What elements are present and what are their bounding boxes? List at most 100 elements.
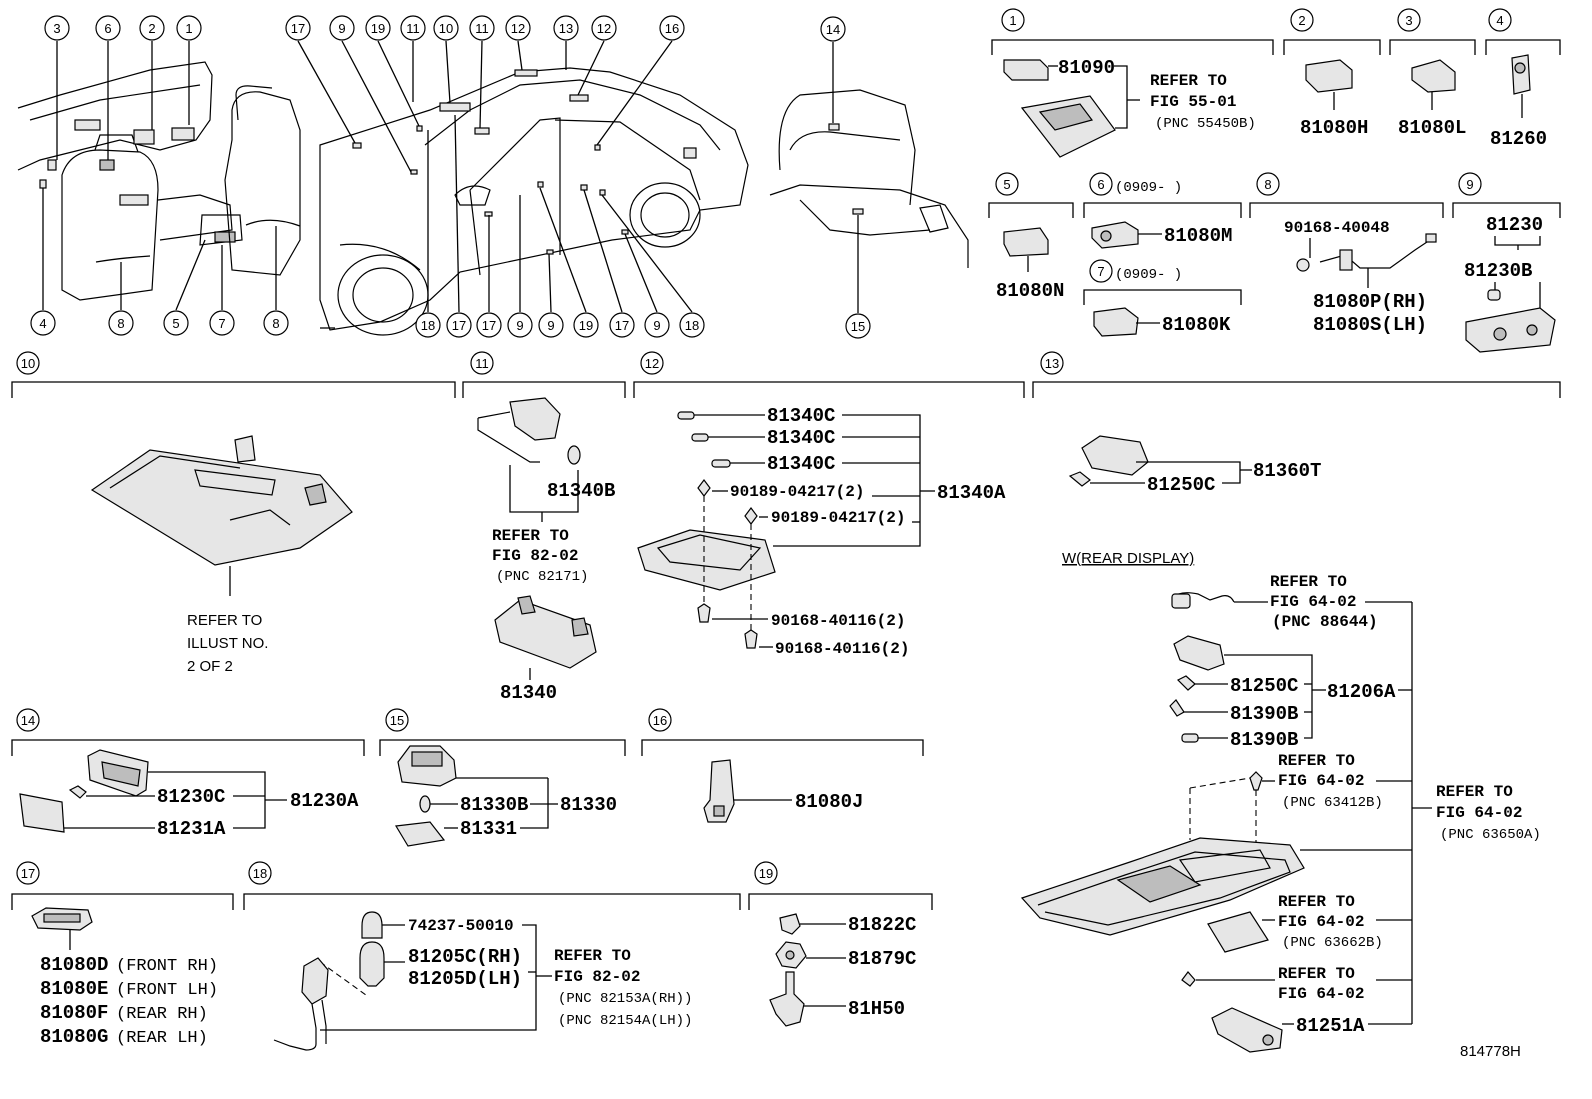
svg-text:81206A: 81206A — [1327, 681, 1396, 703]
svg-text:FIG 82-02: FIG 82-02 — [492, 547, 578, 565]
svg-text:(PNC 63650A): (PNC 63650A) — [1440, 827, 1541, 843]
svg-text:ILLUST NO.: ILLUST NO. — [187, 635, 268, 652]
section-13: 13 81250C 81360T W(REAR DISPLAY) REFER T… — [1020, 351, 1561, 1053]
svg-text:81330B: 81330B — [460, 794, 528, 816]
svg-text:9: 9 — [338, 21, 345, 36]
svg-text:(FRONT LH): (FRONT LH) — [116, 981, 218, 1000]
svg-text:19: 19 — [371, 21, 385, 36]
switch-81080M-icon — [1091, 221, 1139, 249]
svg-text:81250C: 81250C — [1147, 474, 1215, 496]
svg-text:81390B: 81390B — [1230, 729, 1298, 751]
svg-text:17: 17 — [482, 318, 496, 333]
section-2: 2 81080H — [1283, 8, 1381, 139]
svg-text:81251A: 81251A — [1296, 1015, 1365, 1037]
section-9: 9 81230 81230B — [1452, 172, 1561, 353]
svg-text:15: 15 — [390, 713, 404, 728]
callout-17d: 17 — [583, 189, 635, 338]
switch-81080L-icon — [1411, 59, 1456, 93]
svg-text:3: 3 — [1405, 13, 1412, 28]
callout-15: 15 — [845, 215, 871, 339]
interior-overview-illustration — [17, 61, 301, 301]
svg-text:12: 12 — [511, 21, 525, 36]
svg-text:74237-50010: 74237-50010 — [408, 917, 514, 935]
svg-text:3: 3 — [53, 21, 60, 36]
svg-text:81822C: 81822C — [848, 914, 916, 936]
callout-17b: 17 — [446, 114, 472, 338]
cover-63662B-icon — [1207, 911, 1269, 953]
svg-text:(PNC 88644): (PNC 88644) — [1272, 613, 1378, 631]
reading-lamp-icon — [1081, 435, 1149, 476]
svg-text:1: 1 — [185, 21, 192, 36]
svg-text:FIG 64-02: FIG 64-02 — [1278, 985, 1364, 1003]
svg-text:(0909- ): (0909- ) — [1115, 180, 1182, 196]
callout-12b: 12 — [577, 15, 617, 96]
svg-text:81205D(LH): 81205D(LH) — [408, 968, 522, 990]
callout-9a: 9 — [329, 15, 412, 173]
callout-16: 16 — [596, 15, 685, 146]
section-16: 16 81080J — [641, 708, 924, 823]
callout-11b: 11 — [469, 15, 495, 129]
svg-text:16: 16 — [665, 21, 679, 36]
svg-text:W(REAR DISPLAY): W(REAR DISPLAY) — [1062, 550, 1194, 567]
svg-text:REFER TO: REFER TO — [492, 527, 569, 545]
car-body-illustration — [319, 67, 749, 336]
svg-text:7: 7 — [1097, 264, 1104, 279]
svg-text:17: 17 — [452, 318, 466, 333]
svg-text:81080H: 81080H — [1300, 117, 1368, 139]
screw-icon — [744, 629, 758, 649]
svg-text:(PNC 63662B): (PNC 63662B) — [1282, 935, 1383, 951]
svg-text:REFER TO: REFER TO — [187, 612, 262, 629]
svg-text:(PNC 82154A(LH)): (PNC 82154A(LH)) — [558, 1013, 692, 1029]
trunk-illustration — [769, 89, 969, 268]
svg-text:81879C: 81879C — [848, 948, 916, 970]
svg-text:81360T: 81360T — [1253, 460, 1321, 482]
svg-text:81080E: 81080E — [40, 978, 108, 1000]
callout-18a: 18 — [415, 130, 441, 338]
svg-text:9: 9 — [1466, 177, 1473, 192]
bulb-icon — [691, 433, 709, 442]
svg-text:81080S(LH): 81080S(LH) — [1313, 314, 1427, 336]
svg-text:81330: 81330 — [560, 794, 617, 816]
svg-text:6: 6 — [1097, 177, 1104, 192]
svg-text:81080D: 81080D — [40, 954, 108, 976]
section-14: 14 81230C 81231A 81230A — [11, 708, 365, 840]
svg-text:90168-40116(2): 90168-40116(2) — [771, 612, 905, 630]
bulb-81205C-icon — [359, 941, 385, 987]
svg-text:(PNC 82171): (PNC 82171) — [496, 569, 588, 585]
bulb-icon — [419, 795, 431, 813]
svg-text:FIG 55-01: FIG 55-01 — [1150, 93, 1236, 111]
svg-text:(REAR LH): (REAR LH) — [116, 1029, 208, 1048]
callout-5: 5 — [163, 239, 206, 336]
section-8: 8 90168-40048 81080P(RH) 81080S(LH) — [1249, 172, 1444, 336]
overhead-console-icon — [90, 449, 353, 566]
bulb-icon — [1169, 699, 1185, 717]
svg-text:81230: 81230 — [1486, 214, 1543, 236]
callout-17c: 17 — [476, 215, 502, 338]
section-12: 12 81340C 81340C 81340C 81340A 90189-042… — [633, 351, 1025, 658]
callout-8b: 8 — [263, 226, 289, 336]
svg-text:81230B: 81230B — [1464, 260, 1532, 282]
bulb-icon — [711, 459, 731, 468]
svg-text:2: 2 — [1298, 13, 1305, 28]
svg-text:REFER TO: REFER TO — [1270, 573, 1347, 591]
svg-text:81231A: 81231A — [157, 818, 226, 840]
svg-text:5: 5 — [172, 316, 179, 331]
callout-9c: 9 — [538, 253, 564, 338]
svg-text:18: 18 — [685, 318, 699, 333]
section-18: 18 74237-50010 81205C(RH) 81205D(LH) REF… — [243, 861, 741, 1051]
lens-cap-icon — [361, 911, 383, 939]
callout-9d: 9 — [624, 233, 670, 338]
clip-icon — [744, 507, 758, 525]
svg-text:REFER TO: REFER TO — [1278, 752, 1355, 770]
svg-text:81080J: 81080J — [795, 791, 863, 813]
svg-text:81340C: 81340C — [767, 405, 835, 427]
callout-12a: 12 — [505, 15, 531, 71]
svg-text:90168-40048: 90168-40048 — [1284, 219, 1390, 237]
section-11: 11 81340B REFER TO FIG 82-02 (PNC 82171)… — [462, 351, 626, 704]
callout-1: 1 — [176, 15, 202, 125]
svg-text:14: 14 — [21, 713, 35, 728]
svg-text:8: 8 — [1264, 177, 1271, 192]
callout-8a: 8 — [108, 262, 134, 336]
svg-text:2 OF 2: 2 OF 2 — [187, 658, 233, 675]
